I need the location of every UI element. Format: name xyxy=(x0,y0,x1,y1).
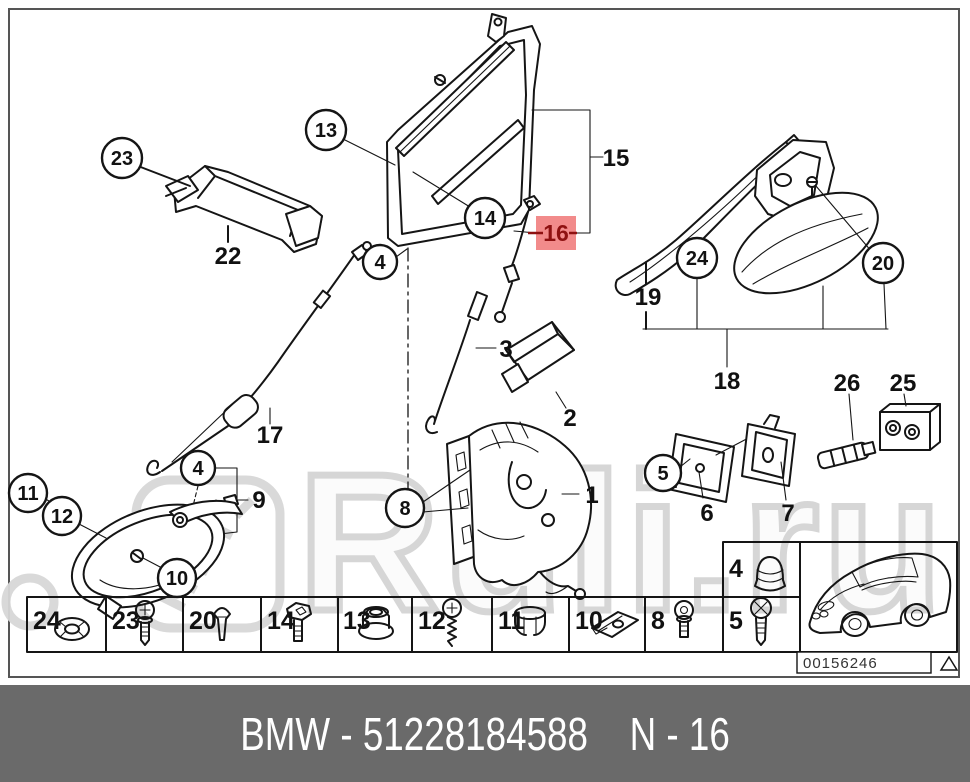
legend-cell-14: 14 xyxy=(267,607,295,635)
callout-24: 24 xyxy=(686,248,709,270)
highlighted-callout-16: 16 xyxy=(528,216,577,250)
part-label-25: 25 xyxy=(890,370,917,397)
legend-cell-5: 5 xyxy=(729,607,743,635)
callout-10: 10 xyxy=(166,568,188,590)
warning-triangle-icon xyxy=(939,655,959,671)
callout-12: 12 xyxy=(51,506,73,528)
part-label-6: 6 xyxy=(700,500,713,527)
callout-20: 20 xyxy=(872,253,894,275)
legend-cell-20: 20 xyxy=(189,607,217,635)
part-1-latch xyxy=(422,421,592,600)
legend-fastener-glyphs xyxy=(54,556,786,647)
legend-cell-12: 12 xyxy=(418,607,446,635)
part-label-17: 17 xyxy=(257,422,284,449)
callout-13: 13 xyxy=(315,120,337,142)
buffer-glyph-4 xyxy=(754,556,786,592)
circled-callout-numbers: 23 13 14 4 24 20 5 4 11 12 10 8 xyxy=(17,120,894,590)
part-18-outer-handle xyxy=(642,139,889,368)
callout-11: 11 xyxy=(17,483,38,505)
part-label-26: 26 xyxy=(834,370,861,397)
legend-table xyxy=(26,541,958,653)
legend-cell-24: 24 xyxy=(33,607,61,635)
washer-glyph xyxy=(54,617,90,641)
part-label-15: 15 xyxy=(603,145,630,172)
nut-glyph-13 xyxy=(358,606,394,640)
part-25-lock-unit xyxy=(879,393,941,451)
bolt-glyph-14 xyxy=(286,602,312,642)
group-bracket-15 xyxy=(513,109,604,234)
part-26-cylinder xyxy=(816,393,877,470)
part-label-3: 3 xyxy=(499,336,512,363)
footer-bar: BMW - 51228184588 N - 16 xyxy=(0,685,970,782)
screw-glyph-12 xyxy=(442,598,462,647)
part-labels: 22 15 19 18 26 25 3 2 17 9 1 6 7 xyxy=(215,145,917,527)
screw-glyph-8 xyxy=(674,600,694,638)
clip-glyph-10 xyxy=(591,611,639,638)
screw-glyph-5 xyxy=(750,597,772,646)
part-label-2: 2 xyxy=(563,405,576,432)
callout-8: 8 xyxy=(399,498,410,520)
part-label-16: 16 xyxy=(543,220,569,246)
circled-callouts xyxy=(7,108,905,599)
legend-cell-4: 4 xyxy=(729,555,743,583)
part-22-bracket xyxy=(137,165,323,253)
diagram-border-frame xyxy=(8,8,960,678)
part-16-rod xyxy=(494,195,541,323)
diagram-id-plate: 00156246 xyxy=(796,651,959,674)
callout-14: 14 xyxy=(474,208,497,230)
part-13-carrier-panel xyxy=(340,13,541,247)
part-3-rod xyxy=(425,291,497,434)
diagram-id-code: 00156246 xyxy=(803,655,878,672)
pin-glyph-20 xyxy=(213,607,231,641)
exploded-parts-diagram: Ruli.ru xyxy=(1,13,959,674)
assembly-axis-line xyxy=(395,247,409,491)
part-label-19: 19 xyxy=(635,284,662,311)
callout-23: 23 xyxy=(111,148,133,170)
part-label-7: 7 xyxy=(781,500,794,527)
callout-4-upper: 4 xyxy=(374,252,386,274)
plug-glyph-11 xyxy=(514,606,546,636)
part-label-9: 9 xyxy=(252,487,265,514)
footer-page-ref: N - 16 xyxy=(629,707,730,760)
callout-5: 5 xyxy=(657,463,668,485)
car-thumbnail xyxy=(808,552,952,637)
part-7-plate xyxy=(741,414,796,501)
part-2-actuator xyxy=(501,321,575,409)
footer-part-number: BMW - 51228184588 xyxy=(240,707,588,760)
legend-cell-11: 11 xyxy=(498,607,525,635)
part-label-22: 22 xyxy=(215,243,242,270)
part-label-1: 1 xyxy=(585,482,598,509)
screw-glyph-23 xyxy=(135,600,155,646)
part-17-cable xyxy=(146,241,372,476)
callout-4-lower: 4 xyxy=(192,458,204,480)
legend-cell-8: 8 xyxy=(651,607,665,635)
part-label-18: 18 xyxy=(714,368,741,395)
